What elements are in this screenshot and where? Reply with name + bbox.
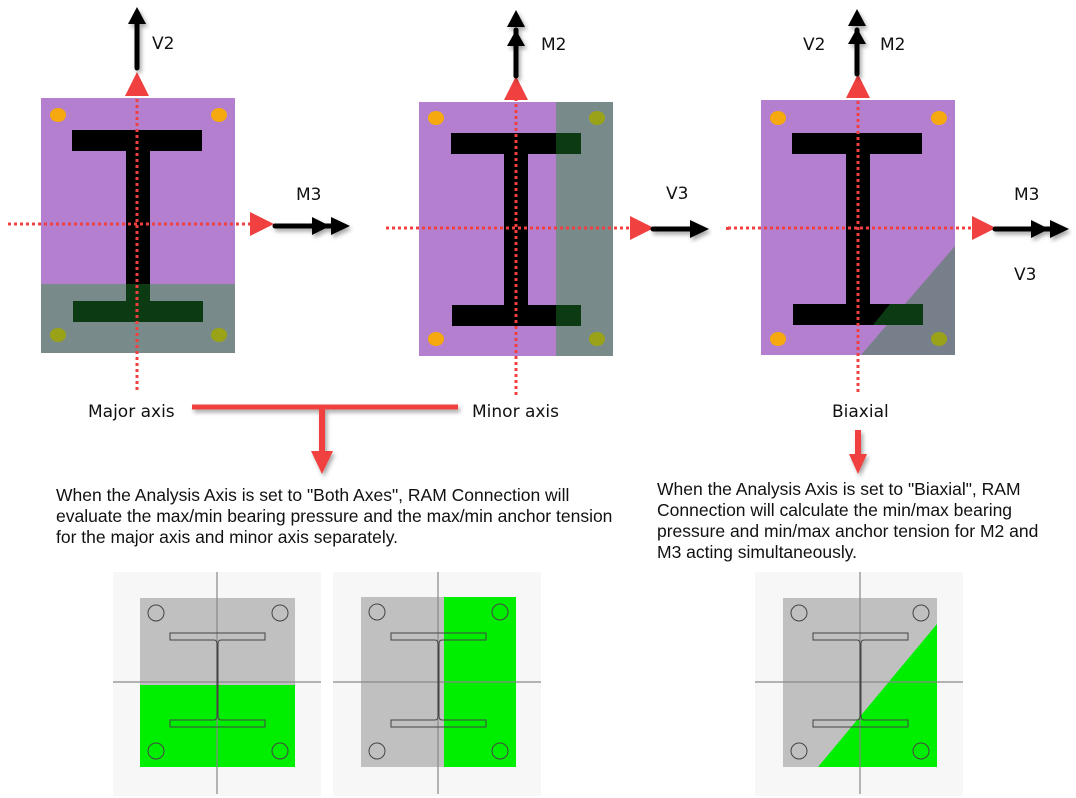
v2-label: V2 xyxy=(803,35,825,55)
major-axis-caption: Major axis xyxy=(88,402,175,422)
biaxial-diagram: V2 M2 M3 V3 xyxy=(728,9,1069,392)
anchor-bolt-outline xyxy=(491,742,509,760)
anchor-bolt-outline xyxy=(271,604,289,622)
anchor-bolt-tension xyxy=(50,108,66,122)
major-axis-diagram: V2 M3 xyxy=(8,7,350,390)
anchor-bolt-compression xyxy=(589,111,605,125)
anchor-bolt-compression xyxy=(589,332,605,346)
anchor-bolt-outline xyxy=(368,742,386,760)
anchor-bolt-tension xyxy=(428,111,444,125)
minor-axis-diagram: M2 V3 xyxy=(386,10,729,395)
moment-double-arrow-icon xyxy=(992,220,1069,238)
minor-axis-result-view xyxy=(333,572,541,796)
i-beam-section xyxy=(451,133,581,326)
plate-bearing-zone xyxy=(818,624,937,767)
anchor-bolt-compression xyxy=(50,328,66,342)
shear-arrow-icon xyxy=(650,220,709,238)
anchor-bolt-tension xyxy=(428,332,444,346)
anchor-bolt-outline xyxy=(147,742,165,760)
major-axis-result-view xyxy=(113,572,321,796)
anchor-bolt-outline xyxy=(912,742,930,760)
shear-arrow-icon xyxy=(128,7,146,71)
v3-label: V3 xyxy=(666,184,688,204)
v2-label: V2 xyxy=(152,34,174,54)
anchor-bolt-outline xyxy=(271,742,289,760)
m3-label: M3 xyxy=(296,185,321,205)
anchor-bolt-outline xyxy=(790,604,808,622)
m2-label: M2 xyxy=(541,35,566,55)
anchor-bolt-tension xyxy=(211,108,227,122)
moment-double-arrow-icon xyxy=(272,217,350,235)
compression-zone xyxy=(861,246,955,355)
anchor-bolt-outline xyxy=(368,603,386,621)
i-beam-outline xyxy=(812,632,909,728)
moment-double-arrow-icon xyxy=(507,10,525,79)
anchor-bolt-tension xyxy=(931,111,947,125)
moment-double-arrow-icon xyxy=(848,9,866,77)
m3-label: M3 xyxy=(1014,185,1039,205)
biaxial-caption: Biaxial xyxy=(832,402,889,422)
anchor-bolt-outline xyxy=(147,604,165,622)
anchor-bolt-outline xyxy=(491,603,509,621)
anchor-bolt-outline xyxy=(790,742,808,760)
i-beam-outline xyxy=(169,632,266,728)
anchor-bolt-outline xyxy=(912,604,930,622)
biaxial-connector-arrow xyxy=(849,430,867,474)
m2-label: M2 xyxy=(880,35,905,55)
anchor-bolt-compression xyxy=(931,332,947,346)
anchor-bolt-tension xyxy=(770,111,786,125)
anchor-bolt-tension xyxy=(770,332,786,346)
biaxial-result-view xyxy=(755,572,963,796)
both-axes-description: When the Analysis Axis is set to "Both A… xyxy=(56,485,613,547)
minor-axis-caption: Minor axis xyxy=(472,402,559,422)
both-axes-connector-arrow xyxy=(192,404,458,474)
v3-label: V3 xyxy=(1014,265,1036,285)
biaxial-description: When the Analysis Axis is set to "Biaxia… xyxy=(657,479,1039,562)
anchor-bolt-compression xyxy=(211,328,227,342)
axis-dot xyxy=(726,227,729,230)
i-beam-outline xyxy=(390,632,487,728)
